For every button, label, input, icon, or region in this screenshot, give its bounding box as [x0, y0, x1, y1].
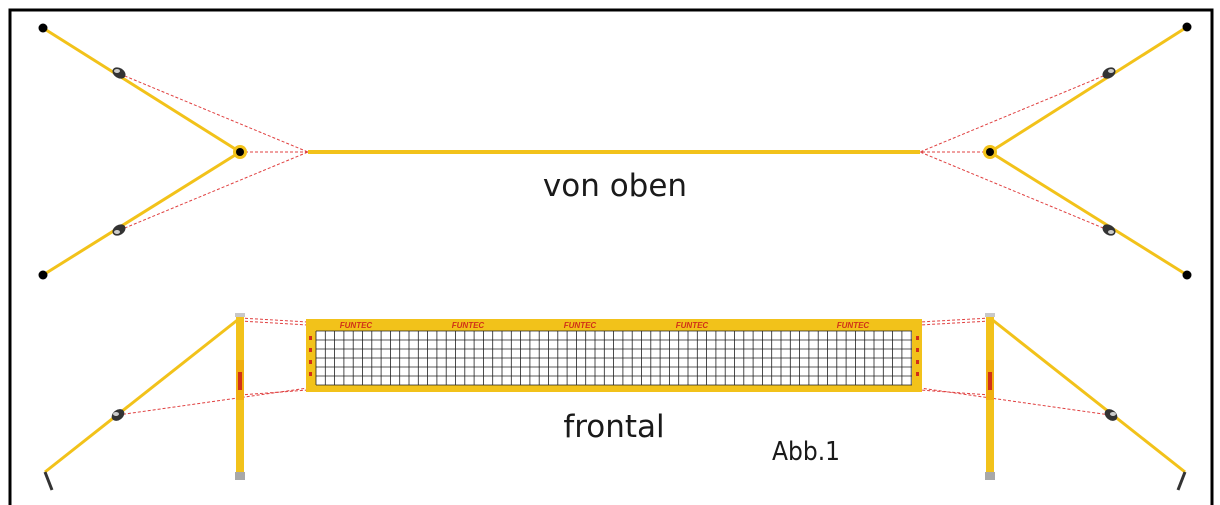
front-left-guy-lines: [44, 316, 309, 474]
stake-icon: [1176, 471, 1187, 491]
top-view: von oben: [38, 22, 1192, 280]
net-brand-label: FUNTEC: [564, 321, 597, 330]
stake-icon: [38, 23, 48, 33]
pole-front-left: [235, 313, 245, 480]
tensioner-icon: [1102, 67, 1116, 79]
tensioner-icon: [111, 409, 125, 421]
top-view-label: von oben: [543, 168, 687, 204]
tensioner-icon: [1104, 409, 1118, 421]
tensioner-icon: [1102, 224, 1116, 236]
net-side-markers: [309, 336, 919, 376]
pole-front-right: [985, 313, 995, 480]
volleyball-net: FUNTEC FUNTEC FUNTEC FUNTEC FUNTEC: [306, 319, 922, 392]
diagram-border: [8, 8, 1214, 505]
pole-top-left: [233, 145, 247, 159]
front-view-label: frontal: [563, 409, 664, 445]
tensioner-icon: [112, 224, 126, 236]
net-brand-label: FUNTEC: [676, 321, 709, 330]
stake-icon: [43, 471, 54, 491]
net-brand-label: FUNTEC: [340, 321, 373, 330]
front-right-guy-lines: [919, 316, 1186, 474]
top-left-guy-lines: [42, 26, 309, 277]
net-brand-labels: FUNTEC FUNTEC FUNTEC FUNTEC FUNTEC: [340, 321, 870, 330]
front-view: FUNTEC FUNTEC FUNTEC FUNTEC FUNTEC frontal A…: [43, 313, 1187, 491]
top-right-guy-lines: [919, 25, 1188, 277]
stake-icon: [38, 270, 48, 280]
stake-icon: [1182, 270, 1192, 280]
net-brand-label: FUNTEC: [452, 321, 485, 330]
tensioner-icon: [112, 67, 126, 79]
stake-icon: [1182, 22, 1192, 32]
pole-top-right: [983, 145, 997, 159]
figure-label: Abb.1: [772, 437, 840, 467]
net-brand-label: FUNTEC: [837, 321, 870, 330]
net-mesh: [315, 330, 912, 386]
